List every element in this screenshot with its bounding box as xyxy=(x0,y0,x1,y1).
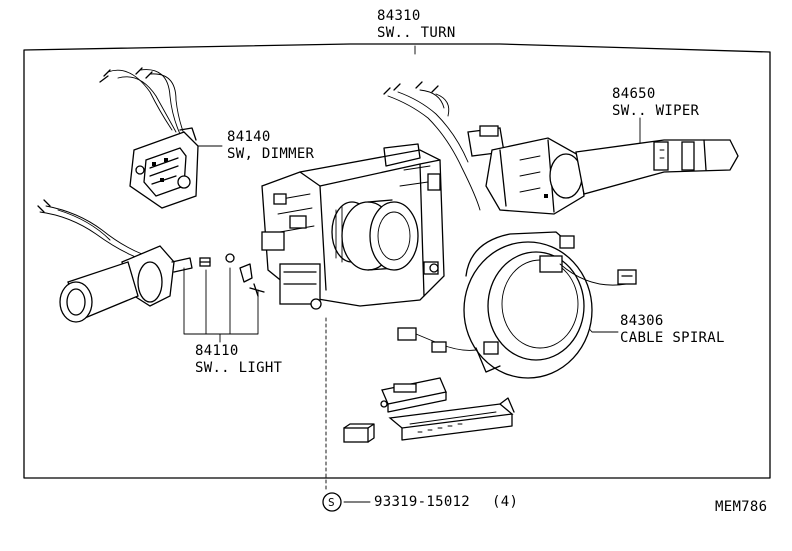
diagram-code: MEM786 xyxy=(715,499,768,515)
screw-quantity: (4) xyxy=(492,494,519,510)
cable-spiral-number: 84306 xyxy=(620,313,664,329)
frame-border xyxy=(23,43,771,479)
light-bracket xyxy=(183,267,259,343)
turn-switch-body-drawing xyxy=(261,143,445,310)
wiper-switch-name: SW.. WIPER xyxy=(612,103,700,119)
screw-symbol-circle xyxy=(322,492,342,512)
turn-switch-name: SW.. TURN xyxy=(377,25,456,41)
turn-switch-number: 84310 xyxy=(377,8,421,24)
wiper-switch-drawing xyxy=(383,81,739,215)
connector-parts-drawing xyxy=(343,377,515,443)
dimmer-switch-number: 84140 xyxy=(227,129,271,145)
dimmer-switch-drawing xyxy=(99,67,199,209)
cable-spiral-drawing xyxy=(397,231,637,379)
screw-part-number: 93319-15012 xyxy=(374,494,471,510)
dimmer-switch-name: SW, DIMMER xyxy=(227,146,315,162)
light-switch-number: 84110 xyxy=(195,343,239,359)
light-switch-name: SW.. LIGHT xyxy=(195,360,283,376)
wiper-switch-number: 84650 xyxy=(612,86,656,102)
cable-spiral-name: CABLE SPIRAL xyxy=(620,330,725,346)
light-switch-drawing xyxy=(37,199,265,323)
screw-symbol: S xyxy=(328,496,335,509)
